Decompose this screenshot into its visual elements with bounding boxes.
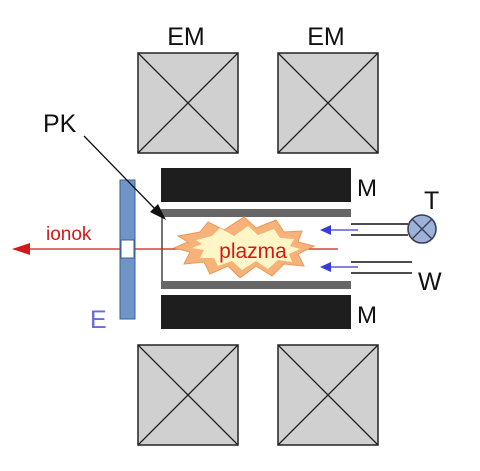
label-em-right: EM bbox=[307, 23, 345, 51]
electromagnet-top-left bbox=[137, 52, 239, 154]
flow-arrow-lower bbox=[320, 262, 358, 272]
electromagnet-bottom-right bbox=[277, 344, 379, 446]
pk-pointer-arrow bbox=[83, 135, 166, 220]
thermocouple-sensor bbox=[407, 214, 437, 244]
electrode-aperture bbox=[120, 239, 135, 259]
magnet-coil-bottom bbox=[161, 295, 351, 329]
label-em-left: EM bbox=[167, 23, 205, 51]
label-m-top: M bbox=[357, 175, 377, 202]
ion-beam-arrowhead bbox=[12, 243, 30, 255]
label-pk: PK bbox=[43, 110, 77, 138]
electromagnet-bottom-left bbox=[137, 344, 239, 446]
magnet-coil-top bbox=[161, 168, 351, 202]
label-e: E bbox=[90, 306, 107, 334]
label-ionok: ionok bbox=[46, 224, 92, 245]
label-t: T bbox=[424, 187, 439, 215]
plasma-burst bbox=[172, 216, 316, 279]
label-w: W bbox=[418, 268, 442, 296]
electromagnet-top-right bbox=[277, 52, 379, 154]
label-m-bottom: M bbox=[357, 302, 377, 329]
label-plazma: plazma bbox=[219, 240, 287, 263]
flow-arrow-upper bbox=[320, 225, 358, 235]
